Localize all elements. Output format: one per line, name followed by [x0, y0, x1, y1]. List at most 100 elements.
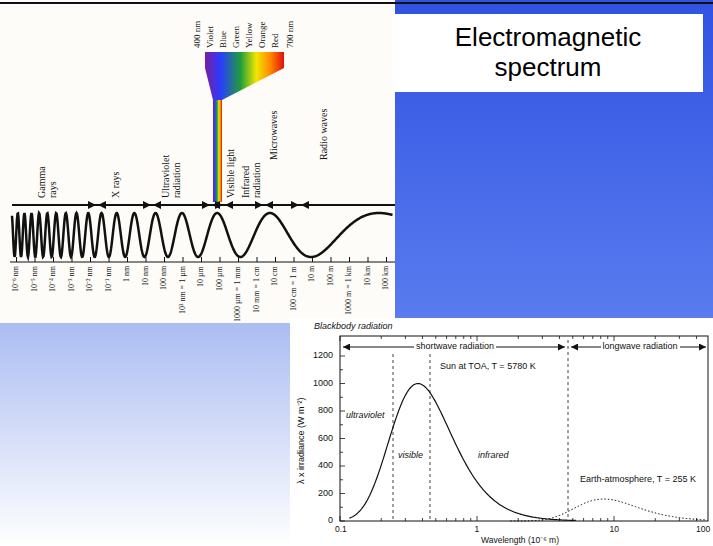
axis-tick: [422, 336, 423, 521]
earth-curve: [510, 499, 705, 521]
axis-tick: [340, 369, 343, 370]
band-name: Microwaves: [268, 111, 279, 160]
band-arrowhead: [215, 201, 233, 209]
scale-tick: [53, 257, 54, 262]
range-label: shortwave radiation: [414, 341, 496, 352]
wave: [12, 213, 393, 257]
scale-tick: [109, 257, 110, 262]
band-name: Visible light: [225, 149, 236, 198]
axis-tick-label: 1200: [313, 350, 333, 361]
band-arrowhead: [88, 201, 106, 209]
color-name: Blue: [219, 31, 229, 48]
axis-tick: [340, 521, 345, 522]
scale-tick: [183, 257, 184, 262]
scale-tick: [220, 257, 221, 262]
color-name: Yellow: [245, 22, 255, 48]
scale-tick: [146, 257, 147, 262]
curve-label: Earth-atmosphere, T = 255 K: [580, 474, 696, 485]
axis-tick: [340, 411, 345, 412]
axis-tick: [340, 452, 343, 453]
region-label: infrared: [478, 450, 509, 461]
curve-label: Sun at TOA, T = 5780 K: [440, 361, 536, 372]
color-name: Violet: [206, 26, 216, 48]
scale-tick: [349, 257, 350, 262]
scale-tick: [35, 257, 36, 262]
scale-label: 10 µm: [197, 266, 206, 287]
scale-tick: [72, 257, 73, 262]
scale-label: 100 m: [327, 266, 336, 286]
axis-tick: [435, 336, 436, 521]
axis-tick-label: 200: [318, 488, 333, 499]
scale-label: 10⁻³ nm: [68, 266, 77, 292]
band-name: Gamma rays: [36, 158, 58, 198]
region-divider: [430, 354, 431, 521]
band-name: Ultraviolet radiation: [160, 134, 182, 198]
axis-title: λ x irradiance (W m⁻²): [296, 397, 307, 484]
pale-panel: [0, 318, 290, 546]
scale-label: 10³ nm = 1 µm: [179, 266, 188, 314]
slide-title: Electromagnetic spectrum: [393, 14, 703, 92]
sun-curve: [349, 384, 575, 521]
scale-label: 1000 m = 1 km: [345, 266, 354, 315]
wavelength-label: 400 nm: [193, 21, 203, 48]
axis-tick: [340, 507, 343, 508]
chart-title: Blackbody radiation: [314, 321, 393, 332]
scale-tick: [16, 257, 17, 262]
region-divider: [568, 340, 569, 521]
scale-tick: [331, 257, 332, 262]
scale-label: 10 nm: [142, 266, 151, 286]
scale-tick: [127, 257, 128, 262]
chart-ground: [290, 318, 713, 546]
spectrum-figure-ground: [0, 5, 395, 323]
scale-label: 10⁻⁵ nm: [31, 266, 40, 292]
band-arrowhead: [291, 201, 309, 209]
scale-label: 10 km: [364, 266, 373, 286]
axis-tick: [607, 336, 608, 521]
axis-tick-label: 400: [318, 460, 333, 471]
scale-tick: [257, 257, 258, 262]
scale-label: 100 nm: [160, 266, 169, 290]
axis-tick-label: 0: [328, 515, 333, 526]
scale-label: 10 cm: [271, 266, 280, 286]
axis-tick-label: 600: [318, 433, 333, 444]
visible-funnel: [205, 68, 284, 100]
axis-tick-label: 0.1: [335, 524, 347, 534]
scale-tick: [164, 257, 165, 262]
axis-tick: [559, 336, 560, 521]
scale-axis: [10, 262, 395, 263]
plot-frame: [340, 336, 708, 521]
wavelength-label: 700 nm: [286, 21, 296, 48]
axis-tick-label: 100: [696, 524, 710, 534]
axis-tick: [583, 336, 584, 521]
color-name: Red: [271, 34, 281, 49]
scale-label: 10 m: [308, 266, 317, 282]
scale-label: 100 µm: [216, 266, 225, 291]
region-label: ultraviolet: [346, 410, 385, 421]
axis-tick: [572, 336, 573, 521]
axis-tick: [340, 397, 343, 398]
scale-tick: [90, 257, 91, 262]
band-name: Infrared radiation: [240, 142, 262, 198]
scale-label: 1 nm: [123, 266, 132, 282]
scale-label: 100 km: [382, 266, 391, 290]
color-name: Orange: [258, 22, 268, 49]
region-label: visible: [398, 450, 423, 461]
axis-tick: [340, 493, 345, 494]
axis-tick: [340, 424, 343, 425]
band-name: Radio waves: [318, 109, 329, 160]
scale-tick: [275, 257, 276, 262]
axis-tick: [340, 479, 343, 480]
scale-tick: [294, 257, 295, 262]
region-divider: [393, 354, 394, 521]
scale-label: 100 cm = 1 m: [290, 266, 299, 311]
scale-label: 1000 µm = 1 mm: [234, 266, 243, 322]
scale-label: 10⁻⁶ nm: [12, 266, 21, 292]
axis-tick-label: 10: [610, 524, 619, 534]
axis-title: Wavelength (10⁻⁶ m): [481, 535, 559, 545]
range-label: longwave radiation: [601, 341, 680, 352]
axis-tick: [340, 356, 345, 357]
axis-tick: [340, 383, 345, 384]
scale-tick: [368, 257, 369, 262]
axis-tick: [592, 336, 593, 521]
